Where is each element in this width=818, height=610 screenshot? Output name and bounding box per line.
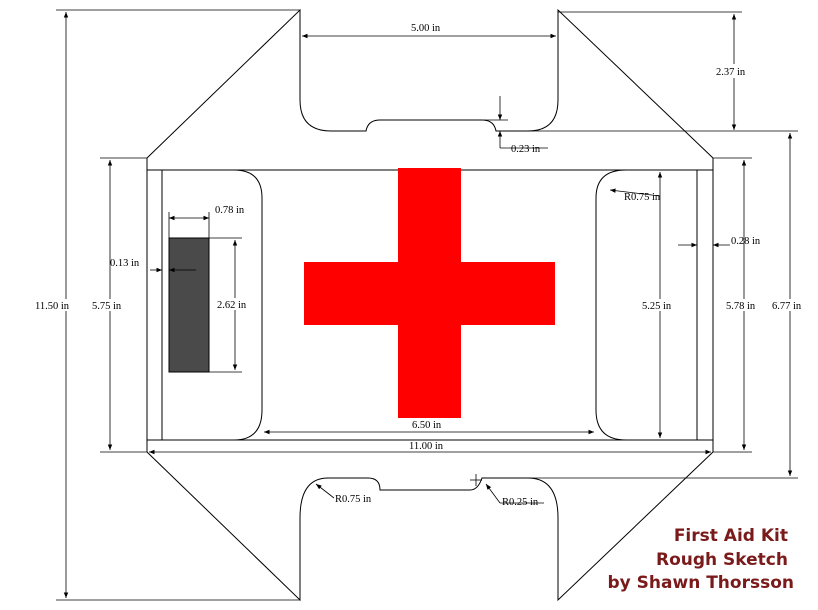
left-panel-curve: [162, 169, 263, 441]
label-radius-bottom-small: R0.25 in: [502, 497, 539, 508]
label-overall-width: 11.00 in: [409, 441, 444, 452]
title-line-2: Rough Sketch: [656, 550, 788, 570]
label-radius-top: R0.75 in: [624, 192, 661, 203]
title-line-1: First Aid Kit: [674, 526, 788, 546]
label-right-height: 5.78 in: [726, 301, 756, 312]
label-overall-height: 11.50 in: [35, 301, 70, 312]
kit-outline: [146, 8, 714, 602]
top-flap-outline: [146, 8, 714, 159]
red-cross: [304, 168, 555, 418]
radius-leader-top: [609, 188, 661, 197]
cross-horizontal: [304, 262, 555, 325]
right-panel-curve: [595, 169, 697, 441]
label-slot-offset: 0.13 in: [110, 258, 140, 269]
label-slot-height: 2.62 in: [217, 300, 247, 311]
label-top-flap-height: 2.37 in: [716, 67, 746, 78]
radius-leader-bottom-small: [485, 483, 501, 504]
label-side-total: 6.77 in: [772, 301, 802, 312]
bottom-flap-outline: [146, 451, 714, 602]
title-block: First Aid Kit Rough Sketch by Shawn Thor…: [608, 526, 795, 593]
strap-slot: [168, 237, 210, 373]
label-slot-width: 0.78 in: [215, 205, 245, 216]
label-right-inset: 0.28 in: [731, 236, 761, 247]
label-radius-bottom-large: R0.75 in: [335, 494, 372, 505]
title-line-3: by Shawn Thorsson: [608, 573, 795, 593]
label-left-height: 5.75 in: [92, 301, 122, 312]
label-inner-width: 6.50 in: [412, 420, 442, 431]
label-notch-depth: 0.23 in: [511, 144, 541, 155]
label-inner-height: 5.25 in: [642, 301, 672, 312]
label-top-flap-width: 5.00 in: [411, 23, 441, 34]
dimension-labels: 5.00 in 2.37 in 0.23 in R0.75 in 0.78 in…: [34, 21, 811, 508]
radius-leader-bottom-large: [315, 483, 335, 499]
